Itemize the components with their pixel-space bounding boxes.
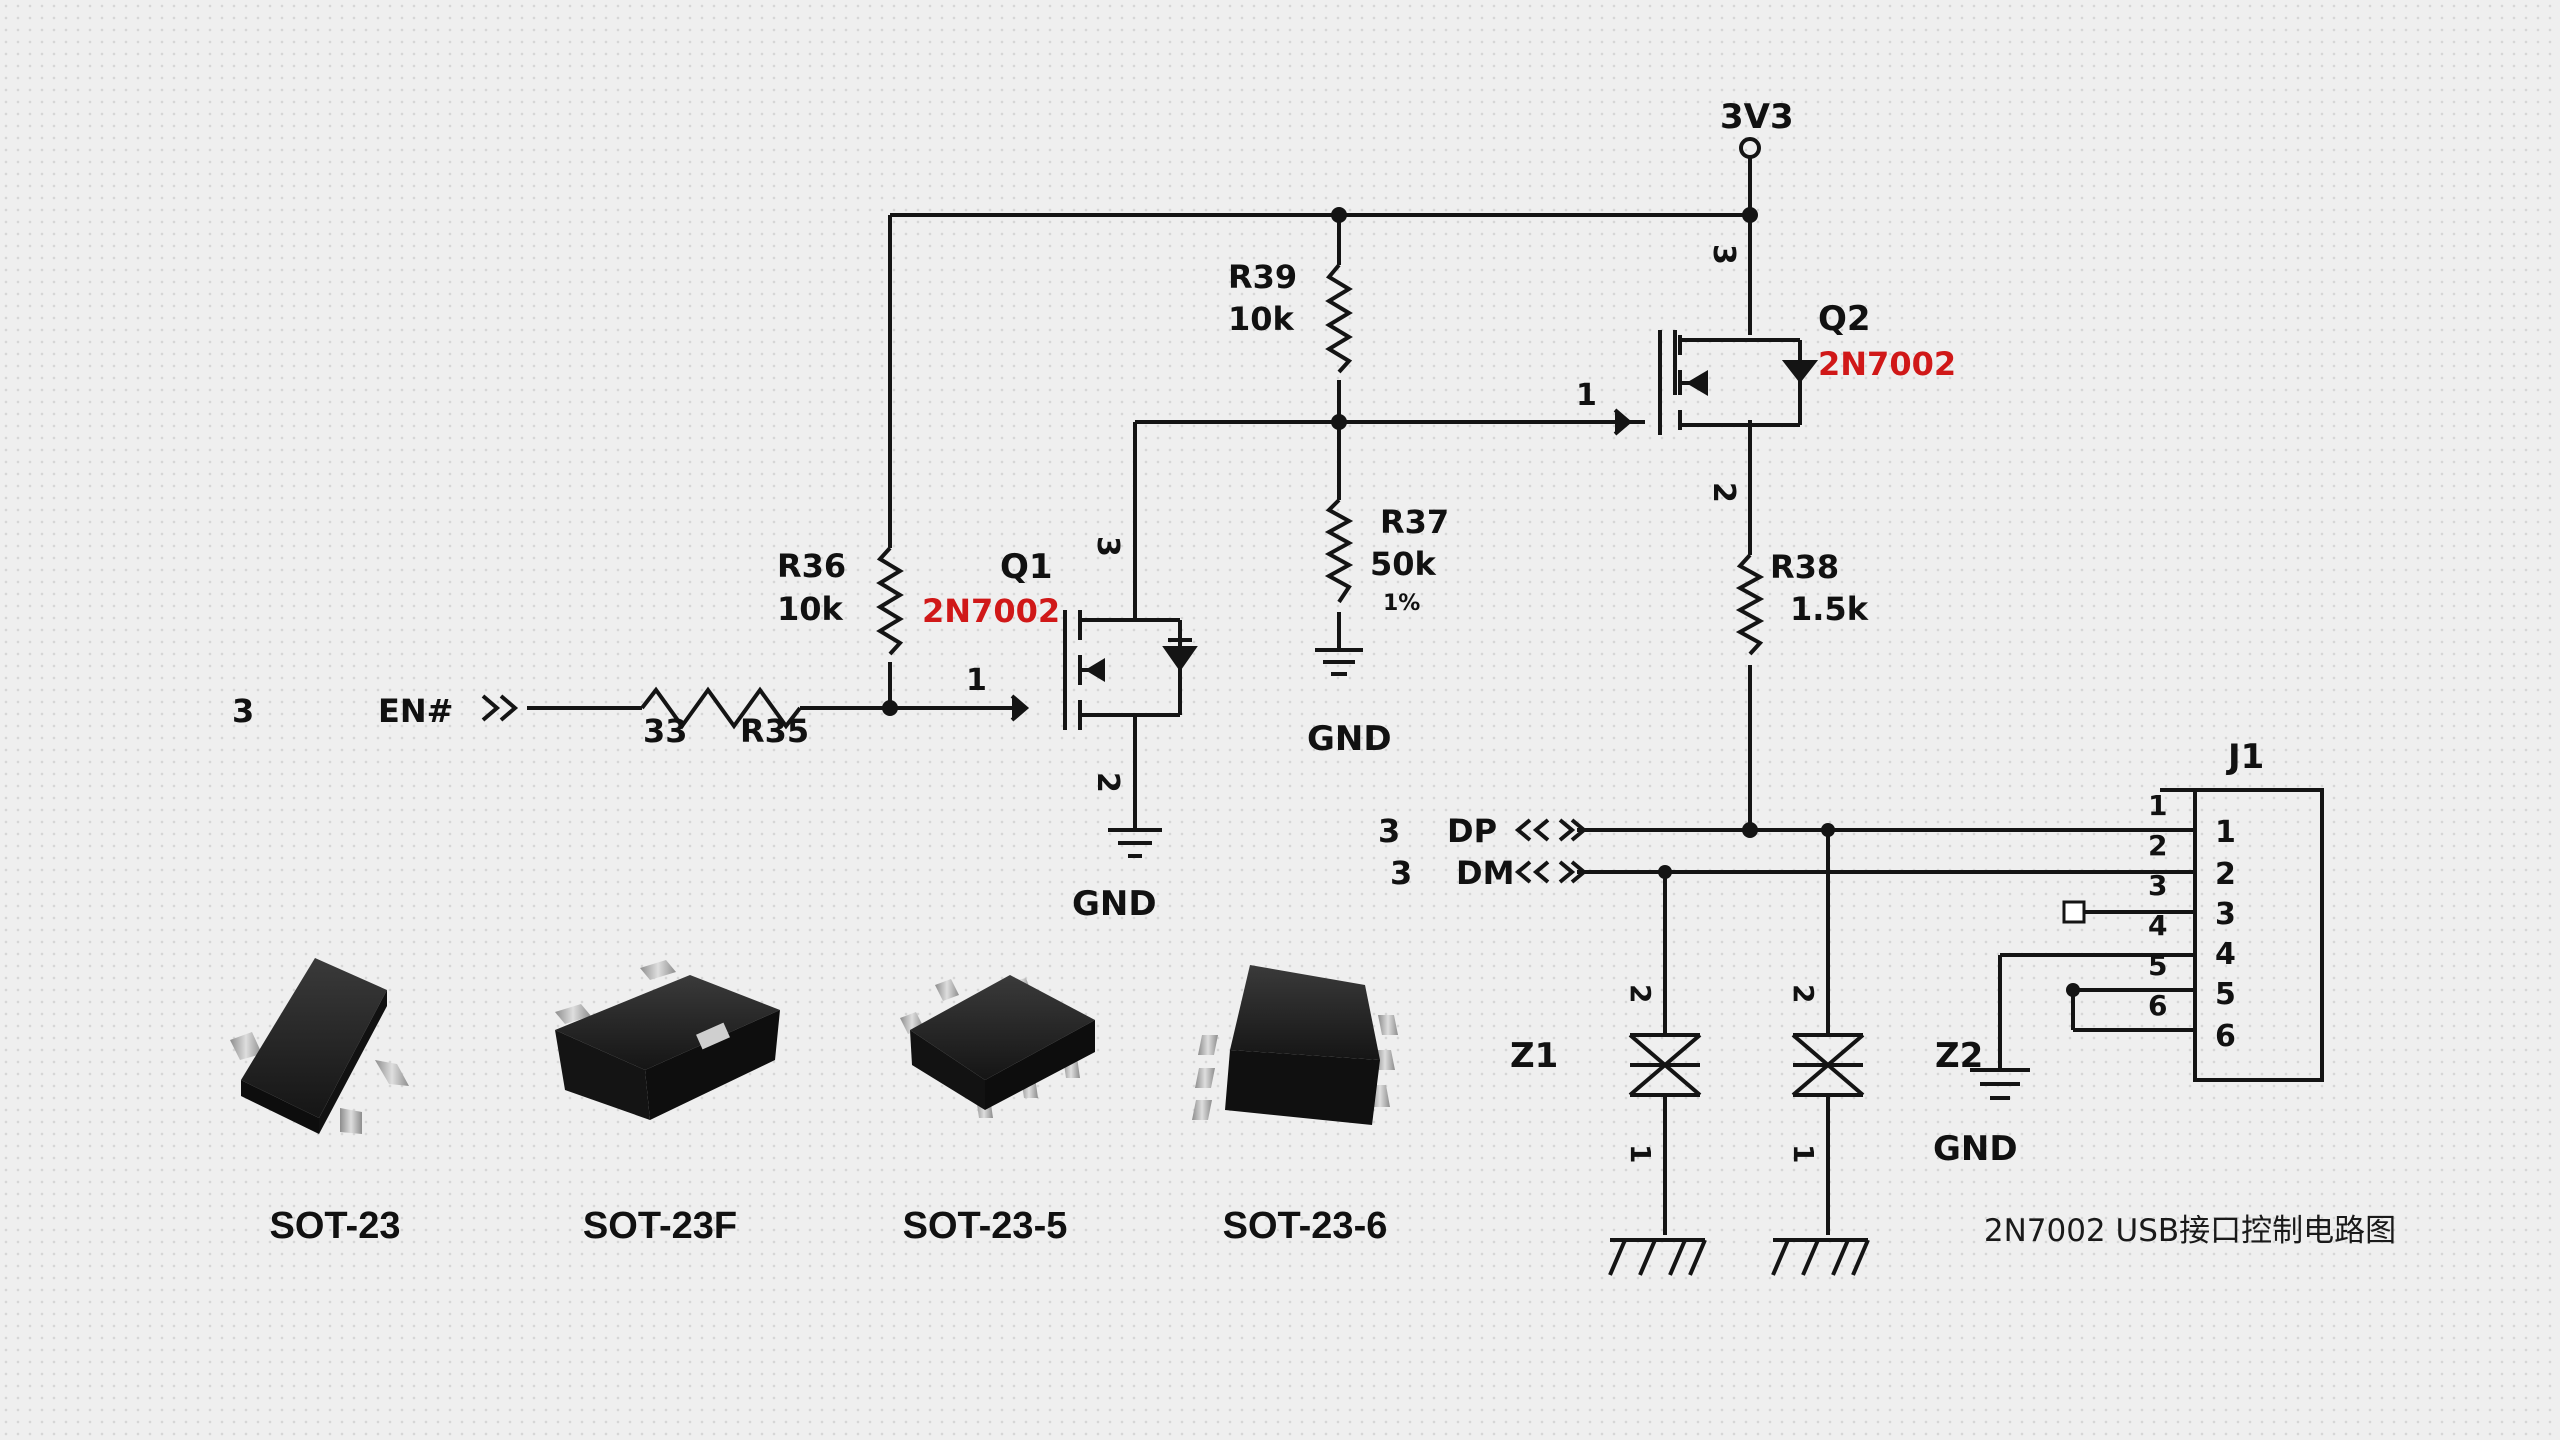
- r36-value: 10k: [777, 590, 844, 628]
- dm-sheet-number: 3: [1390, 854, 1412, 892]
- j1-inner-pin: 1: [2215, 815, 2236, 850]
- gnd-label-j1: GND: [1933, 1129, 2018, 1169]
- en-sheet-number: 3: [232, 692, 254, 730]
- q2-part: 2N7002: [1818, 345, 1956, 383]
- dm-net-label: DM: [1456, 854, 1514, 892]
- figure-caption: 2N7002 USB接口控制电路图: [1983, 1213, 2397, 1249]
- j1-ref: J1: [2226, 737, 2264, 777]
- j1-outer-pin: 1: [2148, 789, 2167, 822]
- z2-pin2: 2: [1787, 984, 1820, 1003]
- chassis-ground-icon: [1771, 1238, 1870, 1276]
- en-port-icon: [481, 694, 519, 722]
- r37-resistor-icon: [1324, 498, 1354, 604]
- q1-arrow-icon: [1085, 658, 1105, 682]
- q2-mosfet-icon: [1605, 330, 1819, 436]
- z1-diode-icon: [1628, 1005, 1702, 1125]
- dm-port-icon: [1514, 860, 1588, 884]
- q2-pin-gate: 1: [1576, 378, 1597, 413]
- r39-ref: R39: [1228, 258, 1297, 296]
- r36-resistor-icon: [876, 546, 904, 656]
- gnd-label-q1: GND: [1072, 884, 1157, 924]
- j1-inner-pin: 5: [2215, 977, 2236, 1012]
- junction-dots: [882, 207, 2080, 997]
- r37-tolerance: 1%: [1383, 591, 1420, 616]
- gnd-icon: [1315, 648, 1363, 676]
- sot23-6-package-icon: [1192, 965, 1398, 1125]
- q2-pin-source: 2: [1706, 482, 1741, 503]
- package-label: SOT-23: [269, 1205, 401, 1247]
- j1-inner-pin-numbers: 1 2 3 4 5 6: [2215, 815, 2236, 1054]
- r35-value: 33: [643, 712, 688, 750]
- z1-pin2: 2: [1624, 984, 1657, 1003]
- r39-value: 10k: [1228, 300, 1295, 338]
- j1-inner-pin: 4: [2215, 937, 2236, 972]
- dp-port-icon: [1514, 818, 1588, 842]
- r35-ref: R35: [740, 712, 809, 750]
- q1-ref: Q1: [1000, 547, 1053, 587]
- tvs-diode-symbols: [1608, 1005, 1870, 1276]
- en-net-label: EN#: [378, 692, 453, 730]
- j1-outer-pin: 2: [2148, 829, 2167, 862]
- r36-ref: R36: [777, 547, 846, 585]
- j1-nc-pin-icon: [2062, 900, 2086, 924]
- dp-net-label: DP: [1447, 812, 1497, 850]
- q2-arrow-icon: [1686, 370, 1708, 396]
- resistor-symbols: [640, 263, 1765, 730]
- q2-ref: Q2: [1818, 299, 1871, 339]
- wires: [527, 158, 2195, 1235]
- z2-ref: Z2: [1935, 1036, 1983, 1076]
- gnd-symbols: [1108, 648, 2030, 1100]
- z1-ref: Z1: [1510, 1036, 1558, 1076]
- gnd-label-r37: GND: [1307, 719, 1392, 759]
- j1-outer-pin-numbers: 1 2 3 4 5 6: [2148, 789, 2167, 1022]
- q2-pin-drain: 3: [1706, 244, 1741, 265]
- j1-outer-pin: 6: [2148, 989, 2167, 1022]
- package-label: SOT-23-6: [1222, 1205, 1388, 1247]
- sot23-package-icon: [230, 958, 409, 1134]
- power-pin-icon: [1739, 137, 1761, 159]
- r37-ref: R37: [1380, 503, 1449, 541]
- r37-value: 50k: [1370, 545, 1437, 583]
- q1-part: 2N7002: [922, 592, 1060, 630]
- package-label: SOT-23-5: [902, 1205, 1068, 1247]
- gnd-icon: [1970, 1068, 2030, 1100]
- r38-value: 1.5k: [1790, 590, 1869, 628]
- dp-sheet-number: 3: [1378, 812, 1400, 850]
- r35-resistor-icon: [640, 686, 802, 730]
- r39-resistor-icon: [1325, 263, 1353, 374]
- r38-resistor-icon: [1735, 553, 1765, 656]
- chassis-ground-icon: [1608, 1238, 1707, 1276]
- q1-pin-drain: 3: [1090, 536, 1125, 557]
- q1-pin-gate: 1: [966, 663, 987, 698]
- j1-inner-pin: 3: [2215, 897, 2236, 932]
- j1-inner-pin: 2: [2215, 857, 2236, 892]
- sot23f-package-icon: [555, 960, 780, 1120]
- j1-outer-pin: 4: [2148, 909, 2167, 942]
- z1-pin1: 1: [1624, 1144, 1657, 1163]
- sot23-5-package-icon: [900, 975, 1095, 1118]
- r38-ref: R38: [1770, 548, 1839, 586]
- j1-inner-pin: 6: [2215, 1019, 2236, 1054]
- package-label: SOT-23F: [582, 1205, 738, 1247]
- j1-connector-box: [2193, 788, 2324, 1082]
- j1-outer-pin: 3: [2148, 869, 2167, 902]
- usb-port-icons: [1514, 818, 1588, 884]
- j1-outer-pin: 5: [2148, 949, 2167, 982]
- gnd-icon: [1108, 828, 1162, 858]
- power-label: 3V3: [1720, 97, 1794, 137]
- q1-pin-source: 2: [1090, 772, 1125, 793]
- z2-diode-icon: [1791, 1005, 1865, 1125]
- z2-pin1: 1: [1787, 1144, 1820, 1163]
